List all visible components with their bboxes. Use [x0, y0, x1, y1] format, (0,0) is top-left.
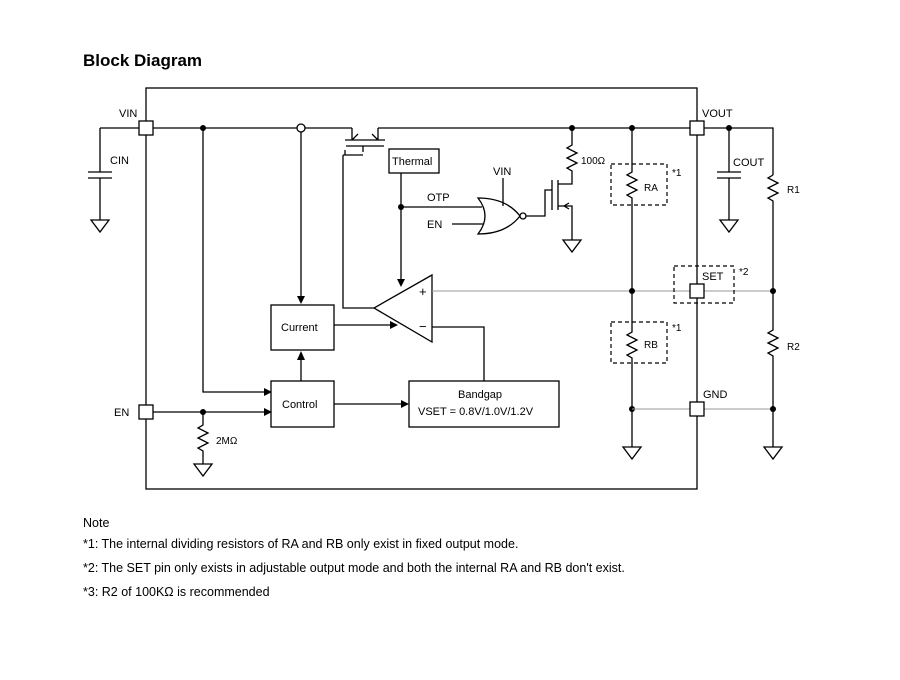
ground-symbol: [192, 463, 214, 478]
discharge-transistor: [551, 180, 573, 240]
control-label: Control: [282, 399, 317, 411]
rb-label: RB: [644, 340, 658, 351]
ground-symbol: [762, 446, 784, 461]
vout-pin: [689, 120, 705, 136]
current-sense-symbol: [296, 123, 306, 133]
vin-pin: [138, 120, 154, 136]
cin-capacitor: [88, 128, 112, 220]
ra-footnote: *1: [672, 168, 682, 179]
arrow: [297, 296, 305, 304]
cout-capacitor: [717, 128, 741, 220]
vout-pin-label: VOUT: [702, 108, 733, 120]
arrow: [297, 351, 305, 360]
cout-label: COUT: [733, 157, 764, 169]
ra-optional-box: [610, 163, 668, 206]
note-item: *3: R2 of 100KΩ is recommended: [83, 585, 270, 599]
junction-dot: [398, 204, 404, 210]
amp-plus-label: +: [419, 284, 427, 299]
vin-gate-label: VIN: [493, 166, 511, 178]
error-amplifier: [372, 273, 433, 344]
pulldown-2m-resistor: [196, 412, 210, 464]
set-footnote: *2: [739, 267, 749, 278]
current-block: [270, 304, 335, 351]
r2-label: R2: [787, 342, 800, 353]
thermal-block: [388, 148, 440, 174]
set-optional-box: [673, 265, 735, 304]
r100-resistor: [565, 128, 579, 180]
nor-bubble: [519, 212, 527, 220]
en-pin-label: EN: [114, 407, 129, 419]
rb-footnote: *1: [672, 323, 682, 334]
gnd-pin: [689, 401, 705, 417]
set-pin-label: SET: [702, 271, 724, 283]
vin-to-control-wire: [202, 128, 265, 393]
arrow: [401, 400, 409, 408]
current-label: Current: [281, 322, 318, 334]
thermal-label: Thermal: [392, 156, 432, 168]
notes-section: Note *1: The internal dividing resistors…: [83, 514, 625, 604]
gate-drive-wire: [342, 155, 374, 309]
r2m-label: 2MΩ: [216, 436, 238, 447]
bandgap-title: Bandgap: [458, 389, 502, 401]
vin-pin-label: VIN: [119, 108, 137, 120]
r100-label: 100Ω: [581, 156, 606, 167]
diagram-title: Block Diagram: [83, 51, 203, 70]
set-pin: [689, 283, 705, 299]
arrow: [390, 321, 398, 329]
en-pin: [138, 404, 154, 420]
nor-to-nmos-wire: [526, 189, 552, 217]
bandgap-block: [408, 380, 560, 428]
ground-symbol: [621, 446, 643, 461]
otp-label: OTP: [427, 192, 450, 204]
arrow: [264, 408, 272, 416]
gnd-pin-label: GND: [703, 389, 728, 401]
note-item: *2: The SET pin only exists in adjustabl…: [83, 561, 625, 575]
gate-line: [343, 150, 363, 156]
control-block: [270, 380, 335, 428]
amp-minus-label: −: [419, 319, 427, 334]
notes-heading: Note: [83, 516, 110, 530]
cin-label: CIN: [110, 155, 129, 167]
note-item: *1: The internal dividing resistors of R…: [83, 537, 519, 551]
r1-label: R1: [787, 185, 800, 196]
vout-rail: [697, 127, 774, 175]
rb-optional-box: [610, 321, 668, 364]
block-diagram: Current Control Bandgap VSET = 0.8V/1.0V…: [88, 87, 800, 490]
rb-resistor: [625, 325, 639, 365]
ground-symbol: [561, 239, 583, 254]
r1-resistor: [766, 174, 780, 291]
ground-symbol: [89, 219, 111, 234]
ground-symbol: [718, 219, 740, 234]
arrow: [264, 388, 272, 396]
r2-resistor: [766, 291, 780, 447]
ra-label: RA: [644, 183, 658, 194]
arrow: [397, 279, 405, 287]
en-gate-label: EN: [427, 219, 442, 231]
pass-transistor: [345, 128, 385, 152]
bandgap-to-amp-wire: [420, 326, 485, 381]
bandgap-vset: VSET = 0.8V/1.0V/1.2V: [418, 406, 534, 418]
ra-resistor: [625, 165, 639, 208]
nor-gate: [476, 197, 521, 235]
